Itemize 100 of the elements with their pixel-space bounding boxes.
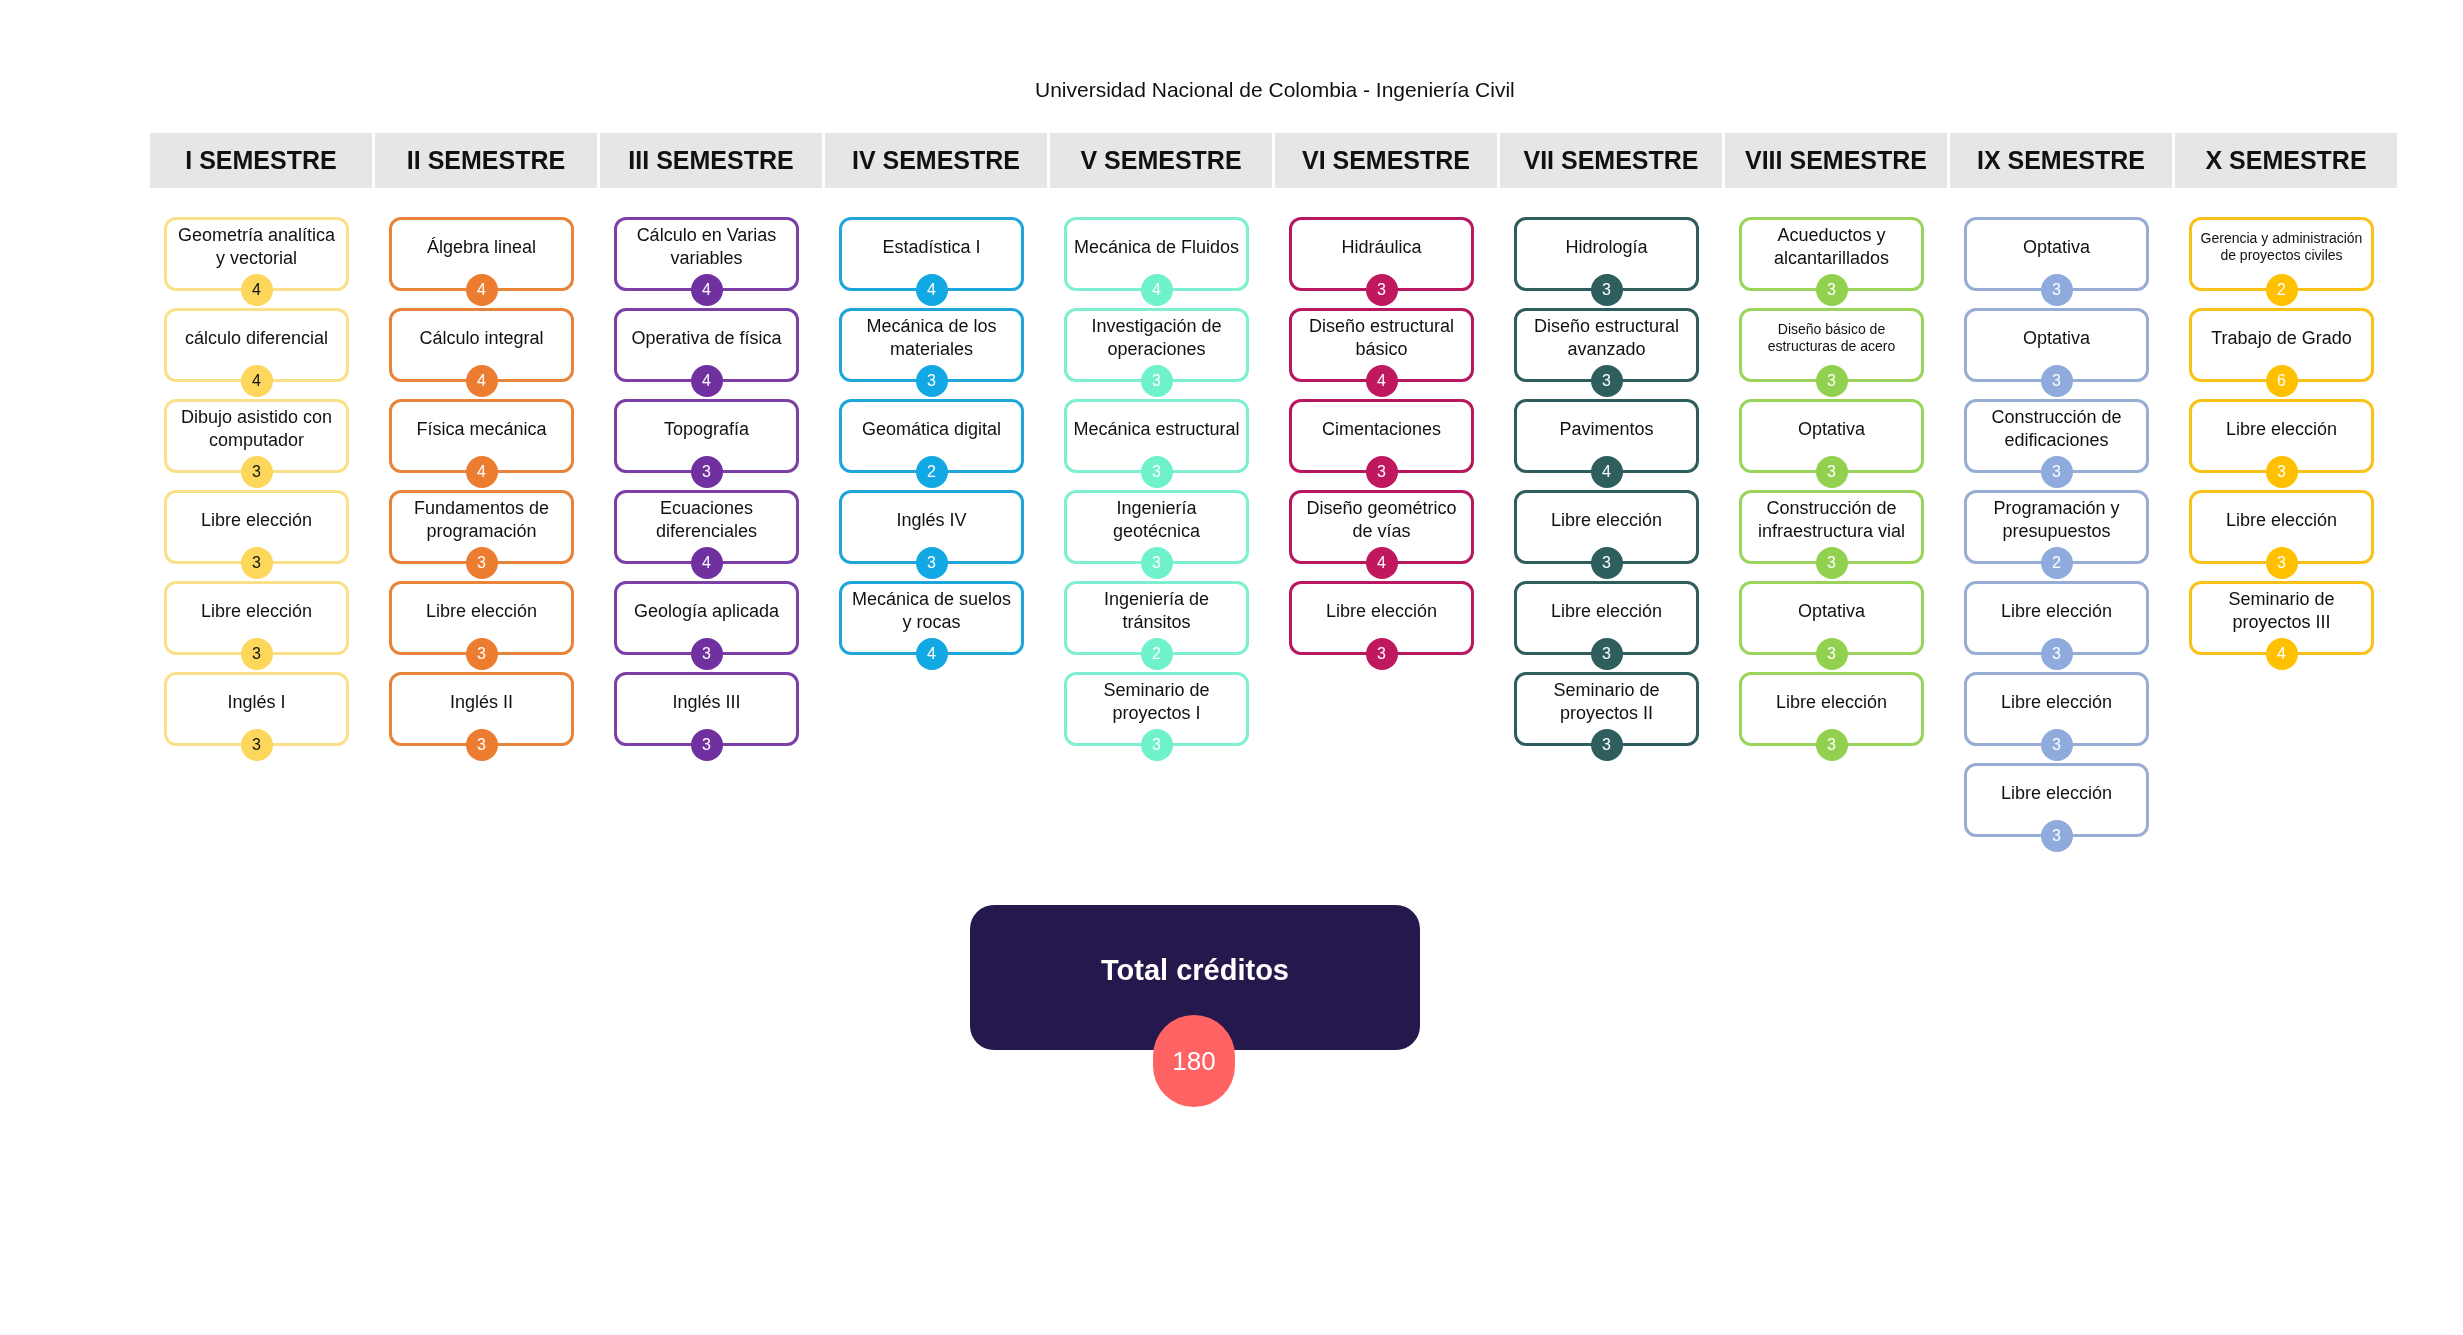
credit-badge: 3 <box>465 547 498 579</box>
credit-badge: 3 <box>1140 547 1173 579</box>
course-name: Gerencia y administración de proyectos civiles <box>2199 230 2364 264</box>
course-name: Topografía <box>663 417 750 441</box>
credit-badge: 3 <box>240 456 273 488</box>
course-name: Libre elección <box>1550 599 1663 623</box>
course-name: Mecánica estructural <box>1073 417 1240 441</box>
course-name: Libre elección <box>1775 690 1888 714</box>
credit-badge: 3 <box>1365 638 1398 670</box>
credit-badge: 4 <box>2265 638 2298 670</box>
course-name: Inglés I <box>227 690 286 714</box>
course-name: Investigación de operaciones <box>1090 315 1223 361</box>
credit-badge: 3 <box>465 638 498 670</box>
course-name: Optativa <box>2022 235 2090 259</box>
course-name: Operativa de física <box>631 326 782 350</box>
credit-badge: 4 <box>690 365 723 397</box>
course-name: Libre elección <box>425 599 538 623</box>
course-name: Cimentaciones <box>1321 417 1442 441</box>
course-name: Dibujo asistido con computador <box>179 406 334 452</box>
course-name: Libre elección <box>2000 690 2113 714</box>
semester-header: VII SEMESTRE <box>1500 133 1722 188</box>
semester-header: IX SEMESTRE <box>1950 133 2172 188</box>
credit-badge: 4 <box>915 638 948 670</box>
credit-badge: 3 <box>2265 456 2298 488</box>
credit-badge: 3 <box>1815 456 1848 488</box>
course-name: Cálculo integral <box>419 326 544 350</box>
course-name: Inglés IV <box>896 508 967 532</box>
credit-badge: 3 <box>915 365 948 397</box>
credit-badge: 3 <box>2040 729 2073 761</box>
credit-badge: 3 <box>2265 547 2298 579</box>
credit-badge: 3 <box>1590 729 1623 761</box>
credit-badge: 4 <box>1590 456 1623 488</box>
course-name: Acueductos y alcantarillados <box>1772 224 1891 270</box>
credit-badge: 3 <box>1365 456 1398 488</box>
semester-header: I SEMESTRE <box>150 133 372 188</box>
course-name: cálculo diferencial <box>184 326 329 350</box>
course-name: Construcción de infraestructura vial <box>1756 497 1907 543</box>
course-name: Geomática digital <box>861 417 1002 441</box>
course-name: Pavimentos <box>1559 417 1654 441</box>
semester-header: X SEMESTRE <box>2175 133 2397 188</box>
credit-badge: 3 <box>2040 820 2073 852</box>
credit-badge: 3 <box>2040 456 2073 488</box>
course-name: Mecánica de los materiales <box>865 315 998 361</box>
semester-header: V SEMESTRE <box>1050 133 1272 188</box>
course-name: Seminario de proyectos II <box>1552 679 1661 725</box>
credit-badge: 3 <box>1365 274 1398 306</box>
course-name: Ingeniería de tránsitos <box>1102 588 1211 634</box>
course-name: Fundamentos de programación <box>412 497 551 543</box>
credit-badge: 3 <box>240 729 273 761</box>
credit-badge: 6 <box>2265 365 2298 397</box>
credit-badge: 3 <box>1815 365 1848 397</box>
credit-badge: 4 <box>465 274 498 306</box>
credit-badge: 3 <box>1815 638 1848 670</box>
course-name: Álgebra lineal <box>426 235 537 259</box>
credit-badge: 3 <box>1815 274 1848 306</box>
course-name: Libre elección <box>1325 599 1438 623</box>
course-name: Seminario de proyectos I <box>1102 679 1211 725</box>
credit-badge: 2 <box>2265 274 2298 306</box>
course-name: Inglés II <box>449 690 513 714</box>
credit-badge: 3 <box>1590 274 1623 306</box>
credit-badge: 3 <box>1815 547 1848 579</box>
credit-badge: 3 <box>690 638 723 670</box>
course-name: Libre elección <box>2000 599 2113 623</box>
credit-badge: 2 <box>915 456 948 488</box>
semester-header: II SEMESTRE <box>375 133 597 188</box>
course-name: Ecuaciones diferenciales <box>654 497 759 543</box>
credit-badge: 4 <box>465 456 498 488</box>
credit-badge: 3 <box>1590 547 1623 579</box>
semester-header: III SEMESTRE <box>600 133 822 188</box>
credit-badge: 3 <box>915 547 948 579</box>
course-name: Libre elección <box>1550 508 1663 532</box>
course-name: Cálculo en Varias variables <box>635 224 778 270</box>
credit-badge: 3 <box>690 456 723 488</box>
credit-badge: 4 <box>690 274 723 306</box>
course-name: Inglés III <box>672 690 741 714</box>
credit-badge: 3 <box>240 638 273 670</box>
course-name: Física mecánica <box>416 417 547 441</box>
course-name: Trabajo de Grado <box>2211 326 2352 350</box>
course-name: Geología aplicada <box>633 599 780 623</box>
course-name: Diseño básico de estructuras de acero <box>1766 321 1897 355</box>
course-name: Ingeniería geotécnica <box>1111 497 1202 543</box>
credit-badge: 3 <box>1590 638 1623 670</box>
credit-badge: 3 <box>465 729 498 761</box>
course-name: Geometría analítica y vectorial <box>176 224 337 270</box>
course-name: Libre elección <box>2225 508 2338 532</box>
semester-header: VI SEMESTRE <box>1275 133 1497 188</box>
credit-badge: 4 <box>1365 547 1398 579</box>
course-name: Libre elección <box>200 599 313 623</box>
course-name: Mecánica de Fluidos <box>1073 235 1240 259</box>
credit-badge: 4 <box>1140 274 1173 306</box>
credit-badge: 3 <box>2040 365 2073 397</box>
credit-badge: 3 <box>2040 274 2073 306</box>
course-name: Libre elección <box>2225 417 2338 441</box>
credit-badge: 4 <box>1365 365 1398 397</box>
course-name: Optativa <box>1797 417 1865 441</box>
credit-badge: 4 <box>690 547 723 579</box>
course-name: Libre elección <box>2000 781 2113 805</box>
credit-badge: 3 <box>1815 729 1848 761</box>
credit-badge: 2 <box>1140 638 1173 670</box>
credit-badge: 3 <box>240 547 273 579</box>
